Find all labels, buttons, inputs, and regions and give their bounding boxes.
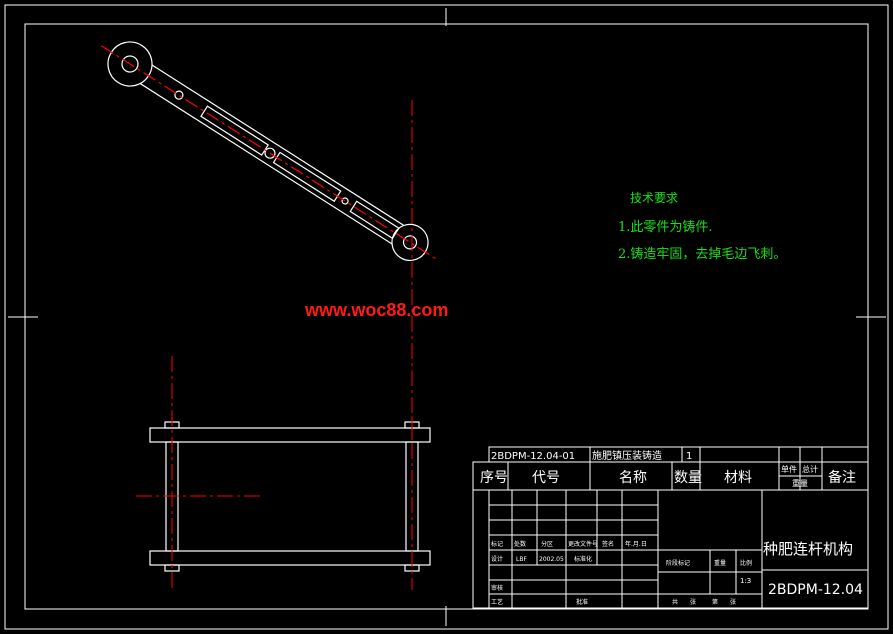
title-block — [472, 446, 869, 609]
header-name: 名称 — [619, 470, 647, 486]
linkage-side-view — [136, 356, 431, 590]
header-unit: 单件 — [781, 464, 797, 474]
drawing-name: 种肥连杆机构 — [763, 540, 853, 558]
notes-item-1: 1.此零件为铸件. — [618, 219, 713, 235]
notes-item-2: 2.铸造牢固，去掉毛边飞刺。 — [618, 246, 786, 262]
tb-r3-c0: 工艺 — [491, 598, 503, 606]
sheet-label-1: 张 — [690, 598, 696, 606]
tb-r2-c0: 审核 — [491, 584, 503, 592]
header-weight: 重量 — [792, 478, 808, 488]
tb-r3-c3: 批准 — [576, 598, 588, 606]
tb-r1-c0: 设计 — [491, 555, 503, 563]
tb-r0-c5: 年.月.日 — [625, 540, 647, 548]
outer-frame — [4, 4, 889, 630]
header-code: 代号 — [532, 470, 560, 486]
part-code: 2BDPM-12.04-01 — [491, 451, 575, 462]
header-seq: 序号 — [480, 470, 508, 486]
tb-r1-c2: 2002.05 — [539, 556, 564, 563]
stage-label-scale: 比例 — [740, 559, 752, 567]
notes-title: 技术要求 — [630, 191, 678, 205]
tb-r1-c3: 标准化 — [574, 555, 592, 563]
stage-label-weight: 重量 — [714, 559, 726, 567]
technical-notes: 技术要求 1.此零件为铸件. 2.铸造牢固，去掉毛边飞刺。 — [618, 191, 786, 262]
sheet-label-2: 第 — [712, 598, 718, 606]
header-material: 材料 — [724, 470, 752, 486]
part-name: 施肥镇压装铸造 — [592, 449, 662, 462]
header-qty: 数量 — [674, 470, 702, 486]
centering-marks — [8, 8, 886, 626]
tb-r0-c2: 分区 — [541, 540, 553, 548]
tb-r0-c4: 签名 — [602, 540, 614, 548]
tb-r0-c3: 更改文件号 — [568, 540, 598, 548]
linkage-top-view — [101, 41, 440, 262]
title-block-text: 种肥连杆机构 2BDPM-12.04 1:3 标记 处数 分区 更改文件号 签名… — [491, 540, 863, 606]
drawing-code: 2BDPM-12.04 — [768, 582, 863, 598]
tb-r0-c1: 处数 — [514, 540, 526, 548]
parts-list-text: 2BDPM-12.04-01 施肥镇压装铸造 1 序号 代号 名称 数量 材料 … — [480, 449, 856, 488]
tb-r1-c1: LBF — [516, 556, 527, 563]
sheet-label-0: 共 — [672, 598, 678, 606]
header-total: 总计 — [802, 464, 818, 474]
tb-r0-c0: 标记 — [491, 540, 503, 548]
watermark-text: www.woc88.com — [304, 300, 448, 320]
sheet-label-3: 张 — [730, 598, 736, 606]
part-qty: 1 — [686, 451, 692, 462]
scale-value: 1:3 — [740, 577, 751, 585]
stage-label-mark: 阶段标记 — [666, 559, 690, 567]
header-remark: 备注 — [828, 469, 856, 486]
